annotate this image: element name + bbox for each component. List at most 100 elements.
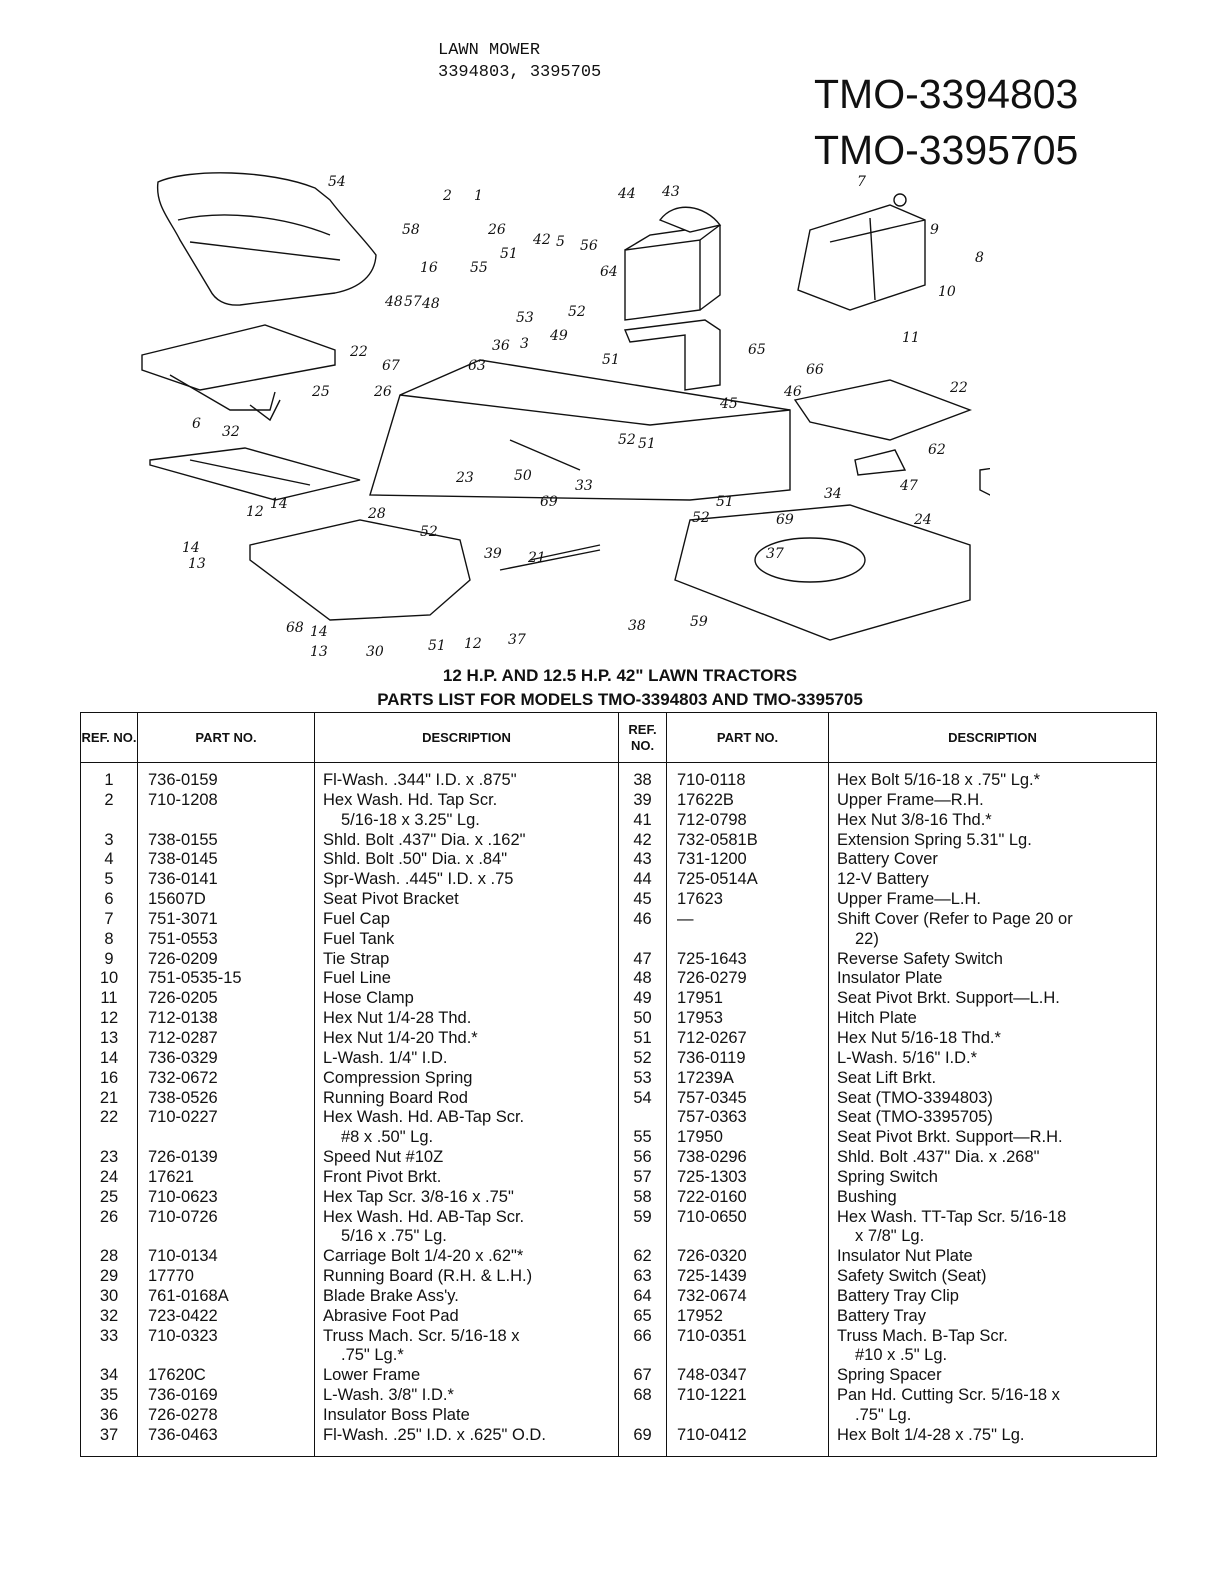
part-description: Front Pivot Brkt. — [323, 1167, 442, 1186]
section-heading: LAWN MOWER 3394803, 3395705 — [438, 40, 601, 84]
part-number: 725-1303 — [677, 1167, 747, 1186]
part-spacer — [677, 1406, 828, 1426]
ref-number: 34 — [99, 1366, 119, 1385]
part-number: 726-0278 — [148, 1406, 218, 1424]
fuel-tank-drawing — [797, 193, 926, 311]
ref-number: 33 — [99, 1326, 119, 1345]
part-description: Fl-Wash. .344" I.D. x .875" — [323, 771, 517, 789]
part-number: 725-1643 — [677, 949, 747, 968]
part-number: 710-0323 — [148, 1326, 218, 1345]
ref-number: 69 — [633, 1425, 652, 1444]
callout-33: 33 — [575, 478, 593, 494]
callout-10: 10 — [938, 284, 956, 300]
part-number: 17950 — [677, 1128, 723, 1147]
ref-number: 41 — [633, 810, 652, 829]
callout-labels: 54 2 1 58 26 42 5 56 44 43 7 9 8 10 11 1… — [182, 174, 984, 660]
callout-69b: 69 — [776, 512, 794, 528]
battery-drawing — [624, 206, 722, 321]
callout-7: 7 — [857, 174, 866, 190]
part-description: Truss Mach. Scr. 5/16-18 x — [323, 1326, 520, 1345]
callout-46: 46 — [783, 384, 802, 400]
ref-number: 35 — [99, 1386, 119, 1405]
left-description-column: Fl-Wash. .344" I.D. x .875"Hex Wash. Hd.… — [314, 762, 619, 1457]
callout-39: 39 — [484, 546, 502, 562]
ref-number: 51 — [633, 1028, 652, 1047]
part-description: 22) — [855, 929, 879, 948]
ref-number: 58 — [633, 1187, 652, 1206]
part-spacer — [148, 1128, 314, 1148]
callout-36: 36 — [492, 338, 510, 354]
part-description: Shld. Bolt .437" Dia. x .162" — [323, 830, 526, 849]
shift-cover-drawing — [793, 379, 990, 496]
part-description: 5/16 x .75" Lg. — [341, 1227, 447, 1246]
part-description: Shld. Bolt .437" Dia. x .268" — [837, 1148, 1040, 1167]
callout-45: 45 — [719, 396, 738, 412]
part-number: 15607D — [148, 890, 206, 909]
ref-number: 59 — [633, 1207, 652, 1226]
callout-48: 48 — [384, 294, 403, 310]
part-number: 738-0526 — [148, 1088, 218, 1107]
callout-5: 5 — [556, 234, 565, 250]
part-number: 710-0134 — [148, 1247, 218, 1266]
ref-number: 47 — [633, 949, 652, 968]
part-description: Hex Nut 1/4-20 Thd.* — [323, 1028, 478, 1047]
ref-number: 32 — [99, 1306, 119, 1325]
callout-16: 16 — [420, 260, 438, 276]
callout-14: 14 — [270, 496, 288, 512]
ref-number: 39 — [633, 790, 652, 809]
part-description: Seat (TMO-3395705) — [837, 1108, 993, 1127]
part-description: Lower Frame — [323, 1366, 421, 1385]
part-description: x 7/8" Lg. — [855, 1227, 925, 1246]
part-description: L-Wash. 5/16" I.D.* — [837, 1048, 978, 1067]
part-description: Running Board (R.H. & L.H.) — [323, 1267, 533, 1286]
callout-64: 64 — [600, 264, 618, 280]
header-description: DESCRIPTION — [314, 712, 619, 763]
callout-26: 26 — [487, 222, 506, 238]
part-description: Seat Pivot Bracket — [323, 890, 459, 909]
part-number: 732-0672 — [148, 1068, 218, 1087]
callout-52: 52 — [568, 304, 586, 320]
ref-number: 56 — [633, 1148, 652, 1167]
callout-51d: 51 — [716, 494, 734, 510]
part-description: 12-V Battery — [837, 870, 929, 889]
part-description: Shld. Bolt .50" Dia. x .84" — [323, 850, 508, 869]
part-description: Seat Lift Brkt. — [837, 1068, 937, 1087]
callout-28: 28 — [367, 506, 386, 522]
ref-number: 43 — [633, 850, 652, 869]
ref-number: 57 — [633, 1167, 652, 1186]
ref-number: 45 — [633, 890, 652, 909]
ref-number: 7 — [104, 909, 114, 928]
ref-number: 24 — [99, 1167, 119, 1186]
callout-14b: 14 — [182, 540, 200, 556]
part-number: 757-0345 — [677, 1088, 747, 1107]
header-part-no: PART NO. — [137, 712, 315, 763]
ref-number: 6 — [104, 890, 114, 909]
foot-pad-drawing — [149, 447, 361, 501]
ref-number: 10 — [99, 969, 119, 988]
part-description: Tie Strap — [323, 949, 390, 968]
part-number: 710-1208 — [148, 790, 218, 809]
callout-48b: 48 — [421, 296, 440, 312]
ref-number: 44 — [633, 870, 652, 889]
part-description: Seat Pivot Brkt. Support—L.H. — [837, 989, 1060, 1008]
ref-number: 28 — [99, 1247, 119, 1266]
part-number: 761-0168A — [148, 1286, 229, 1305]
callout-67: 67 — [382, 358, 400, 374]
part-number: 710-0623 — [148, 1187, 218, 1206]
part-number: 710-1221 — [677, 1386, 747, 1405]
parts-list-title: PARTS LIST FOR MODELS TMO-3394803 AND TM… — [377, 690, 863, 709]
callout-14c: 14 — [310, 624, 328, 640]
callout-37b: 37 — [508, 632, 526, 648]
callout-12b: 12 — [464, 636, 482, 652]
callout-23: 23 — [455, 470, 474, 486]
part-number: 736-0329 — [148, 1048, 218, 1067]
header-description-2: DESCRIPTION — [828, 712, 1157, 763]
part-description: Battery Tray — [837, 1306, 926, 1325]
right-description-column: Hex Bolt 5/16-18 x .75" Lg.*Upper Frame—… — [828, 762, 1157, 1457]
ref-number: 36 — [99, 1406, 119, 1424]
part-spacer — [148, 1227, 314, 1247]
part-number: 710-0650 — [677, 1207, 747, 1226]
part-description: Truss Mach. B-Tap Scr. — [837, 1326, 1008, 1345]
part-number: 731-1200 — [677, 850, 747, 869]
